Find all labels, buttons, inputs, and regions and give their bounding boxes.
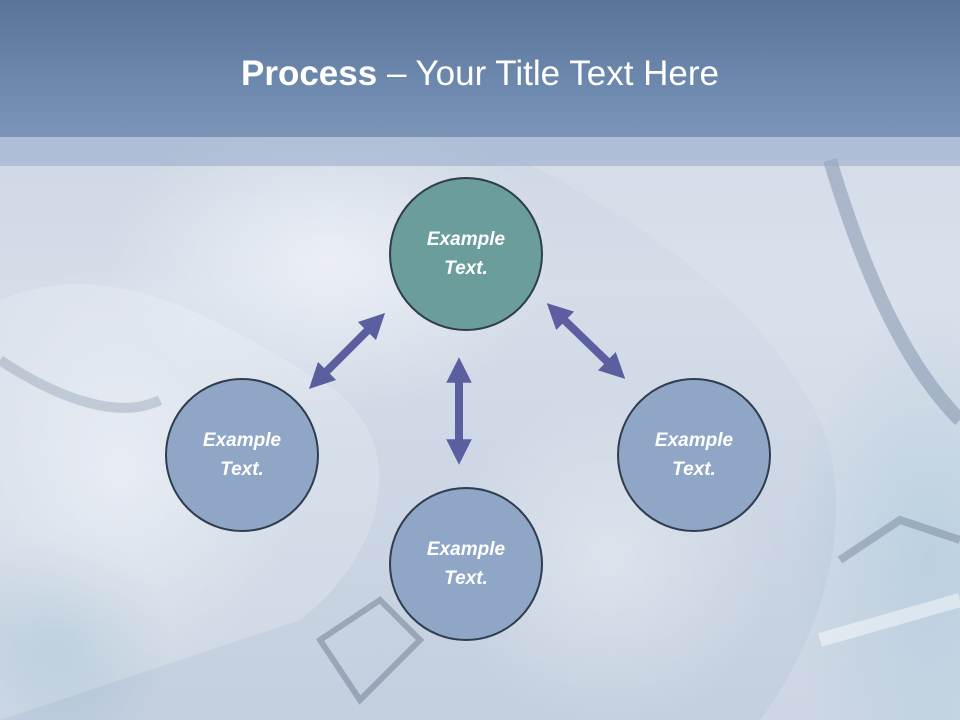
node-top: Example Text. (389, 177, 543, 331)
slide-title: Process – Your Title Text Here (0, 52, 960, 96)
title-sub-band (0, 137, 960, 166)
node-left: Example Text. (165, 378, 319, 532)
title-band (0, 0, 960, 137)
arrow-top-right (546, 303, 626, 379)
node-bottom: Example Text. (389, 487, 543, 641)
node-bottom-label: Example Text. (426, 539, 506, 589)
arrow-top-left (308, 312, 386, 390)
node-top-label: Example Text. (426, 229, 506, 279)
title-rest: – Your Title Text Here (377, 54, 719, 93)
node-right: Example Text. (617, 378, 771, 532)
node-right-label: Example Text. (654, 430, 734, 480)
node-left-label: Example Text. (202, 430, 282, 480)
title-bold: Process (241, 54, 378, 93)
